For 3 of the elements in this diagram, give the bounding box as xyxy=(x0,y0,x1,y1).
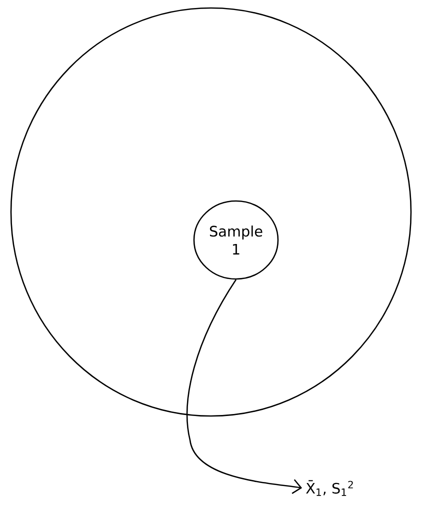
arrow xyxy=(186,279,302,494)
population-outline xyxy=(10,7,412,417)
statistic-label: X̄$_{1}$, S$_{1}$2 xyxy=(306,480,353,496)
